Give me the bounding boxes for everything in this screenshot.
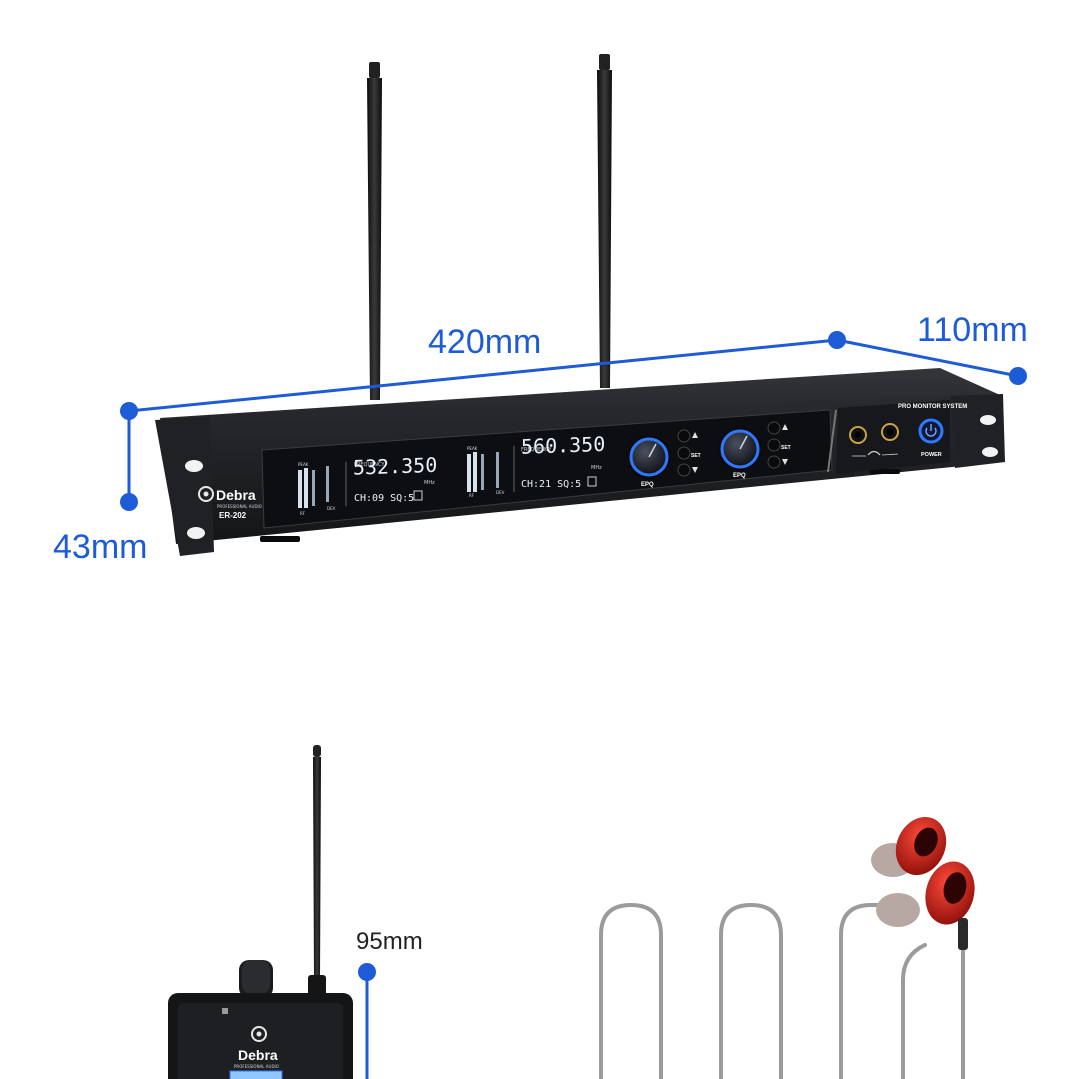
earphone-left: [871, 816, 947, 877]
receiver-brand-sub: PROFESSIONAL AUDIO: [217, 504, 262, 509]
channel-a-set-label: SET: [691, 453, 701, 459]
channel-b-volume-knob[interactable]: EPQ: [718, 427, 762, 479]
channel-a-status: CH:09 SQ:5: [354, 493, 414, 504]
channel-a-meters: PEAK RF DEV: [298, 462, 336, 516]
channel-a-dev-label: DEV: [327, 506, 336, 511]
height-dimension-label: 43mm: [53, 528, 148, 566]
model-label: ER-202: [219, 511, 247, 520]
channel-b-dev-label: DEV: [496, 490, 505, 495]
channel-a-display: PEAK RF DEV FREQUENCY 532.350 MHz CH:09 …: [298, 453, 437, 516]
channel-b-set-button[interactable]: [767, 438, 781, 452]
depth-dimension-label: 110mm: [917, 311, 1028, 349]
channel-b-set-label: SET: [781, 445, 791, 451]
earphone-right: [876, 861, 975, 950]
channel-a-knob-label: EPQ: [641, 482, 654, 488]
channel-b-up-icon[interactable]: [782, 424, 788, 430]
monitor-section: PRO MONITOR SYSTEM POWER: [849, 404, 967, 458]
channel-a-up-icon[interactable]: [692, 432, 698, 438]
headphone-jack-a[interactable]: [849, 426, 867, 444]
channel-b-freq-label: FREQUENCY: [521, 447, 552, 453]
dimension-point: [120, 402, 138, 420]
channel-b-peak-label: PEAK: [467, 446, 478, 451]
channel-b-unit: MHz: [591, 465, 602, 471]
channel-a-set-button[interactable]: [677, 446, 691, 460]
dimension-point: [120, 493, 138, 511]
channel-b-status: CH:21 SQ:5: [521, 479, 581, 490]
system-label: PRO MONITOR SYSTEM: [898, 404, 967, 410]
headphone-jack-b[interactable]: [881, 423, 899, 441]
bodypack-dimension-label: 95mm: [356, 928, 423, 955]
channel-b-knob-label: EPQ: [733, 473, 746, 479]
antenna-left: [367, 62, 382, 400]
channel-a-volume-knob[interactable]: EPQ: [627, 435, 671, 488]
channel-a-down-icon[interactable]: [692, 467, 698, 473]
width-dimension-label: 420mm: [428, 323, 542, 361]
bodypack-brand: Debra: [238, 1047, 278, 1063]
dimension-point: [1009, 367, 1027, 385]
bodypack-receiver: Debra PROFESSIONAL AUDIO: [168, 745, 353, 1079]
dimension-point: [358, 963, 376, 981]
channel-a-frequency: 532.350: [353, 453, 437, 480]
channel-a-rf-label: RF: [300, 511, 306, 516]
brand-logo: Debra PROFESSIONAL AUDIO ER-202: [198, 486, 262, 520]
bodypack-dimension-line: [358, 963, 376, 1079]
power-button[interactable]: [918, 418, 944, 444]
channel-b-down-icon[interactable]: [782, 459, 788, 465]
headphone-icon: [852, 450, 899, 457]
channel-a-peak-label: PEAK: [298, 462, 309, 467]
channel-b-buttons: SET: [767, 421, 791, 469]
power-label: POWER: [921, 452, 942, 458]
channel-a-buttons: SET: [677, 429, 701, 477]
bodypack-brand-sub: PROFESSIONAL AUDIO: [234, 1064, 279, 1069]
channel-b-meters: PEAK RF DEV: [467, 446, 505, 498]
channel-b-rf-label: RF: [469, 493, 475, 498]
channel-a-freq-label: FREQUENCY: [354, 462, 385, 468]
earphone-cable: [599, 902, 965, 1079]
dimension-point: [828, 331, 846, 349]
channel-a-unit: MHz: [424, 480, 435, 486]
bodypack-lcd: [229, 1070, 283, 1079]
channel-b-frequency: 560.350: [521, 432, 605, 459]
channel-b-display: PEAK RF DEV FREQUENCY 560.350 MHz CH:21 …: [467, 432, 605, 498]
dimension-lines: [120, 331, 1027, 511]
receiver-brand: Debra: [216, 487, 256, 503]
antenna-right: [597, 54, 612, 388]
